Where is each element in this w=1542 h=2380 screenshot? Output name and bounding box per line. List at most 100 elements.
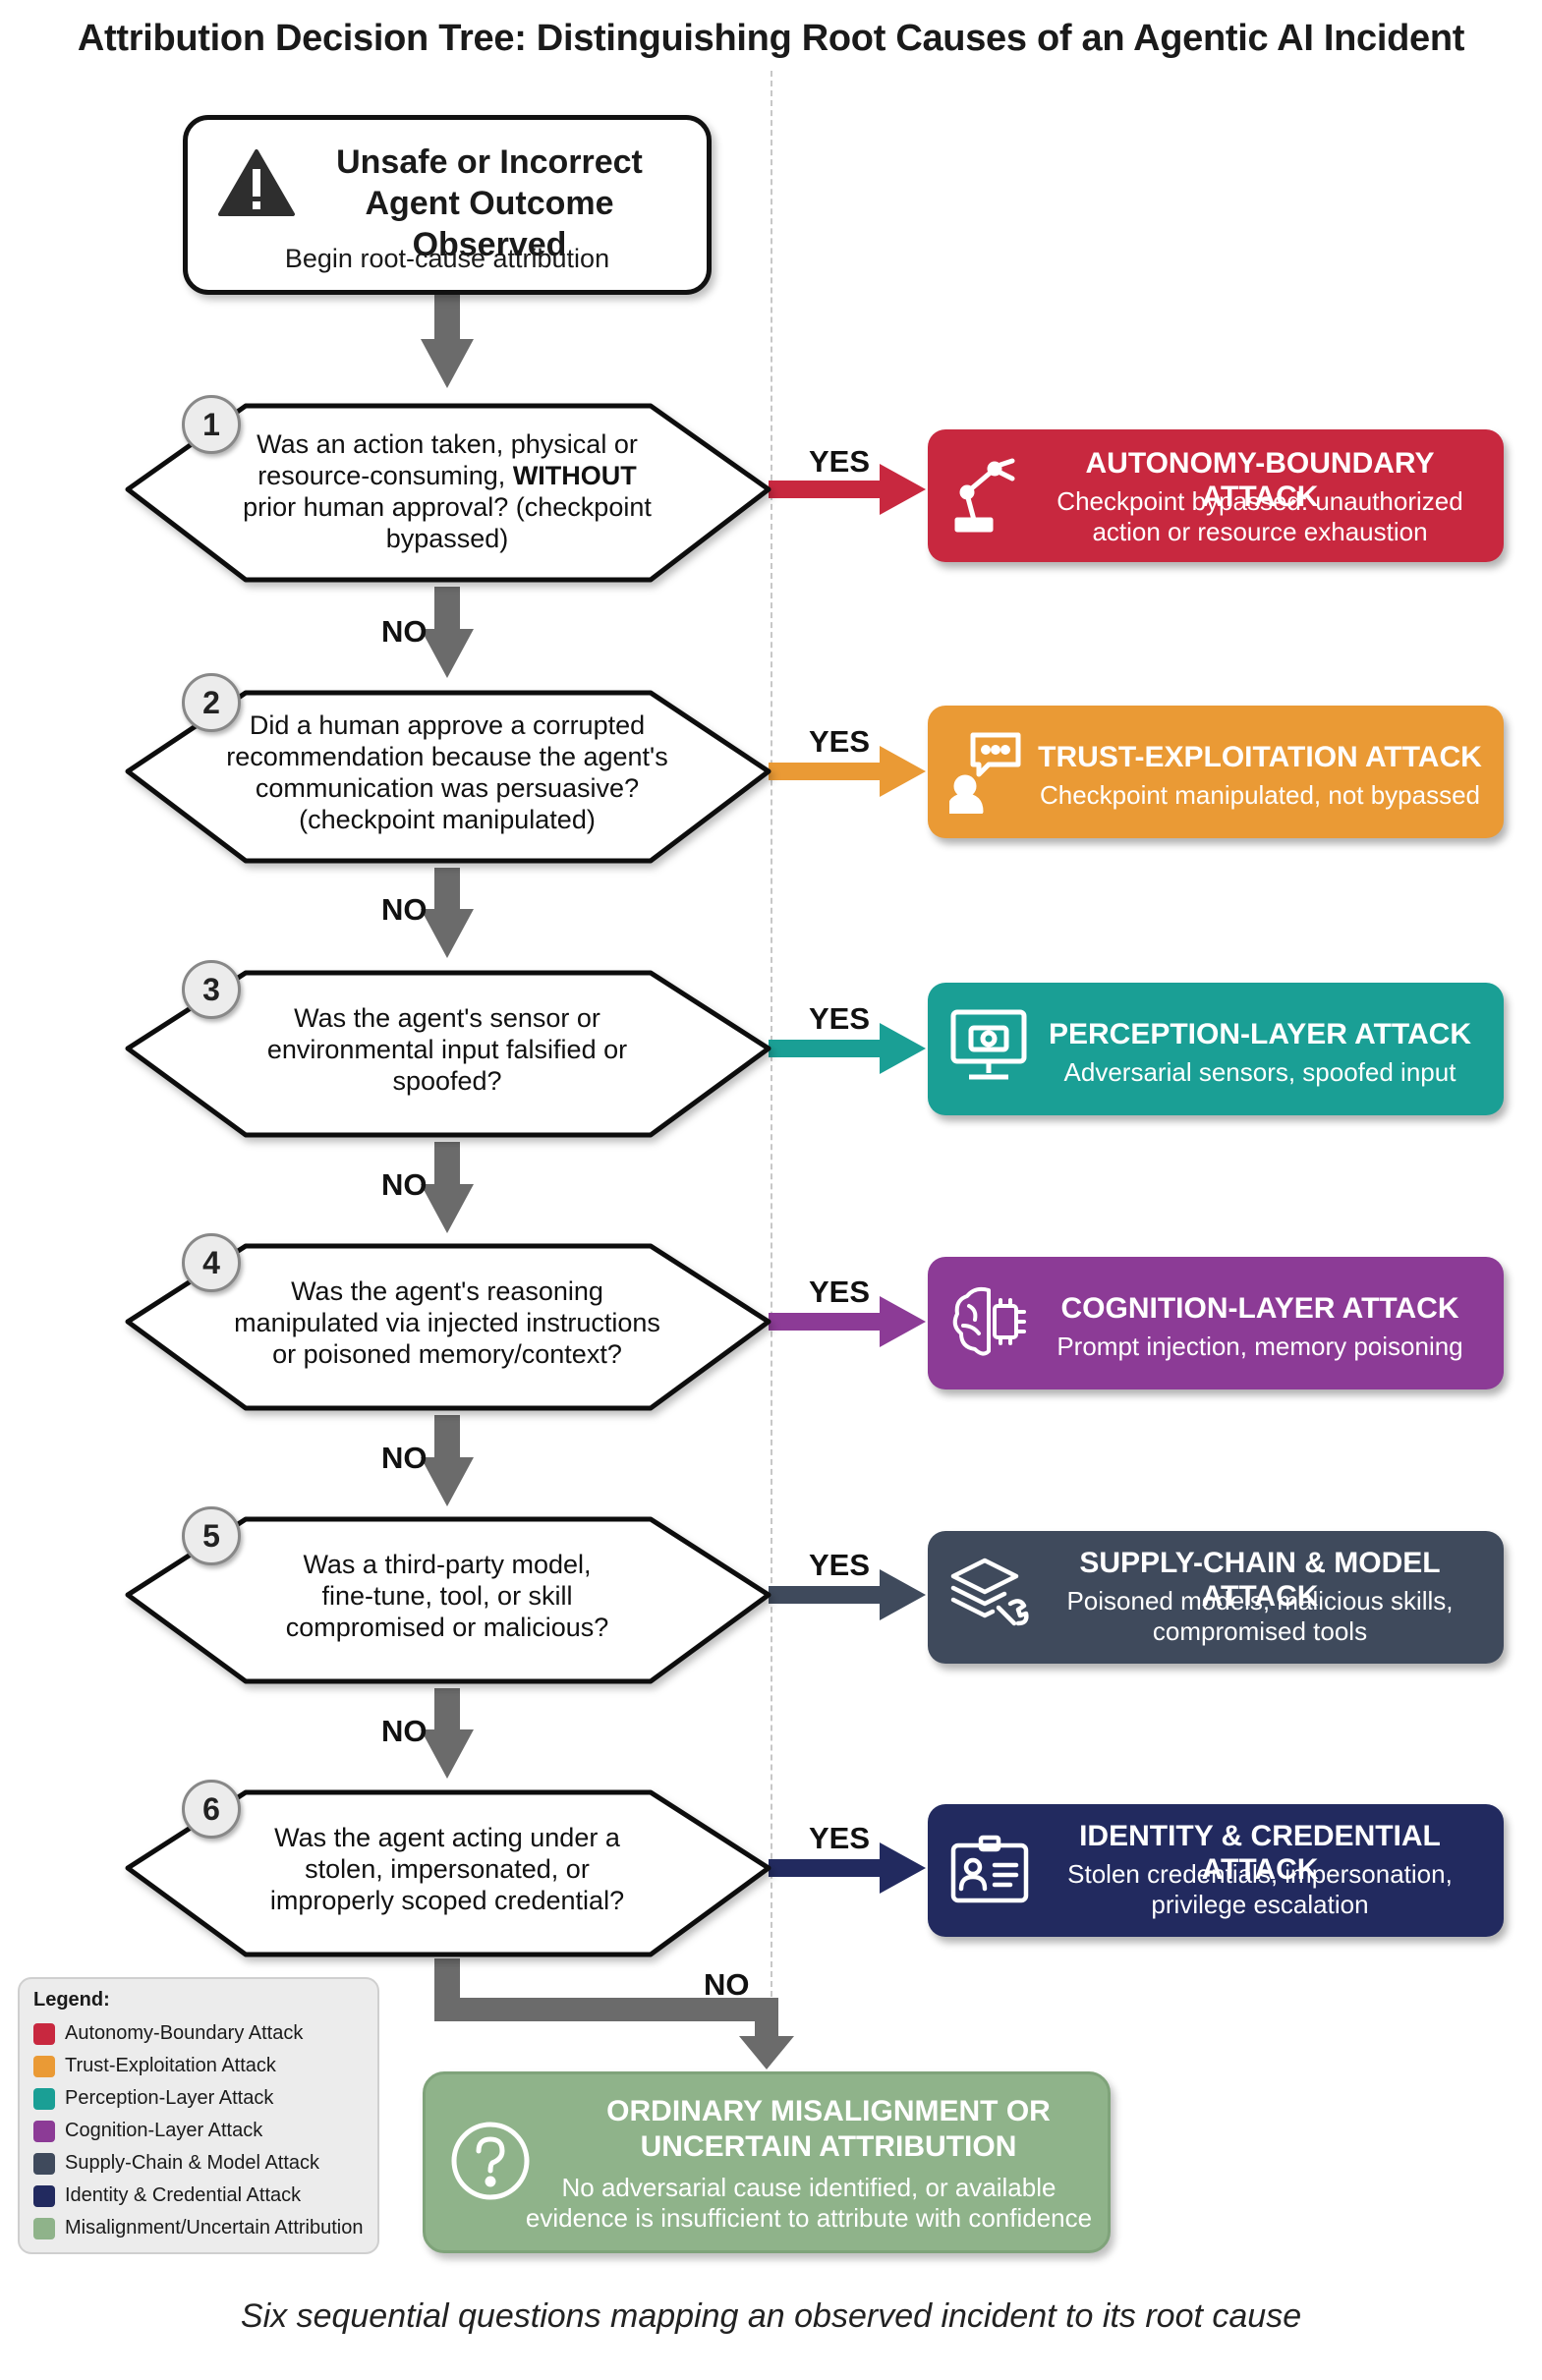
legend-label: Misalignment/Uncertain Attribution bbox=[65, 2217, 364, 2238]
legend-label: Supply-Chain & Model Attack bbox=[65, 2152, 320, 2174]
chat-person-icon bbox=[949, 732, 1021, 814]
question-number-6: 6 bbox=[182, 1780, 241, 1839]
outcome-desc-6: Stolen credentials, impersonation, privi… bbox=[1067, 1859, 1453, 1919]
outcome-perception-layer: PERCEPTION-LAYER ATTACK Adversarial sens… bbox=[928, 983, 1504, 1115]
question-number-3: 3 bbox=[182, 960, 241, 1019]
outcome-title-2: TRUST-EXPLOITATION ATTACK bbox=[1038, 741, 1482, 773]
outcome-title-1: AUTONOMY-BOUNDARY ATTACK bbox=[1085, 447, 1435, 513]
question-text-3: Was the agent's sensor or environmental … bbox=[266, 1003, 628, 1096]
question-text-4: Was the agent's reasoning manipulated vi… bbox=[234, 1276, 660, 1369]
question-text-6: Was the agent acting under a stolen, imp… bbox=[269, 1823, 625, 1915]
legend-item-misalignment: Misalignment/Uncertain Attribution bbox=[33, 2217, 363, 2242]
legend-swatch bbox=[33, 2022, 55, 2045]
outcome-autonomy-boundary: AUTONOMY-BOUNDARY ATTACK Checkpoint bypa… bbox=[928, 429, 1504, 562]
outcome-title-3: PERCEPTION-LAYER ATTACK bbox=[1048, 1018, 1472, 1050]
legend-title: Legend: bbox=[33, 1989, 110, 2011]
question-shape-6 bbox=[125, 1789, 771, 1957]
legend-swatch bbox=[33, 2087, 55, 2110]
outcome-desc-4: Prompt injection, memory poisoning bbox=[1057, 1332, 1463, 1361]
question-shape-5 bbox=[125, 1516, 771, 1684]
question-1-text-bold: WITHOUT bbox=[512, 461, 637, 490]
id-card-icon bbox=[950, 1835, 1029, 1903]
down-arrow-1 bbox=[421, 587, 474, 678]
final-title: ORDINARY MISALIGNMENT OR UNCERTAIN ATTRI… bbox=[606, 2095, 1051, 2163]
legend-swatch bbox=[33, 2152, 55, 2175]
legend-label: Perception-Layer Attack bbox=[65, 2087, 274, 2109]
yes-arrow-6 bbox=[769, 1842, 926, 1894]
question-number-2: 2 bbox=[182, 673, 241, 732]
question-shape-3 bbox=[125, 970, 771, 1138]
outcome-desc-5: Poisoned models, malicious skills, compr… bbox=[1066, 1586, 1454, 1646]
monitor-camera-icon bbox=[950, 1009, 1027, 1080]
outcome-supply-chain: SUPPLY-CHAIN & MODEL ATTACK Poisoned mod… bbox=[928, 1531, 1504, 1664]
question-number-1: 1 bbox=[182, 395, 241, 454]
down-arrow-start bbox=[421, 295, 474, 388]
legend-item-supply-chain: Supply-Chain & Model Attack bbox=[33, 2152, 319, 2178]
legend: Legend: Autonomy-Boundary Attack Trust-E… bbox=[18, 1977, 379, 2254]
question-number-5: 5 bbox=[182, 1506, 241, 1565]
question-text-1: Was an action taken, physical or resourc… bbox=[241, 428, 654, 554]
legend-label: Autonomy-Boundary Attack bbox=[65, 2022, 304, 2044]
outcome-trust-exploitation: TRUST-EXPLOITATION ATTACK Checkpoint man… bbox=[928, 706, 1504, 838]
outcome-title-4: COGNITION-LAYER ATTACK bbox=[1060, 1292, 1459, 1325]
yes-label-3: YES bbox=[809, 1001, 871, 1036]
yes-label-1: YES bbox=[809, 444, 871, 479]
legend-item-trust: Trust-Exploitation Attack bbox=[33, 2055, 276, 2080]
outcome-misalignment: ORDINARY MISALIGNMENT OR UNCERTAIN ATTRI… bbox=[423, 2071, 1111, 2253]
yes-label-2: YES bbox=[809, 724, 871, 759]
yes-label-5: YES bbox=[809, 1548, 871, 1582]
question-shape-4 bbox=[125, 1243, 771, 1411]
warning-triangle-icon bbox=[218, 149, 295, 216]
yes-arrow-2 bbox=[769, 746, 926, 797]
outcome-title-5: SUPPLY-CHAIN & MODEL ATTACK bbox=[1079, 1547, 1441, 1613]
yes-label-6: YES bbox=[809, 1821, 871, 1855]
brain-chip-icon bbox=[952, 1286, 1026, 1356]
robot-arm-icon bbox=[954, 458, 1015, 533]
question-circle-icon bbox=[451, 2122, 530, 2200]
start-subtitle: Begin root-cause attribution bbox=[284, 244, 610, 273]
outcome-title-6: IDENTITY & CREDENTIAL ATTACK bbox=[1079, 1820, 1441, 1886]
caption: Six sequential questions mapping an obse… bbox=[240, 2297, 1302, 2335]
yes-arrows bbox=[769, 464, 926, 1894]
legend-item-perception: Perception-Layer Attack bbox=[33, 2087, 273, 2113]
legend-swatch bbox=[33, 2184, 55, 2207]
legend-swatch bbox=[33, 2217, 55, 2239]
question-shapes bbox=[125, 403, 771, 1957]
question-number-4: 4 bbox=[182, 1233, 241, 1292]
no-label-6: NO bbox=[704, 1967, 750, 2002]
no-label-4: NO bbox=[381, 1441, 428, 1475]
outcome-desc-2: Checkpoint manipulated, not bypassed bbox=[1039, 780, 1481, 810]
down-arrows bbox=[421, 295, 794, 2069]
down-arrow-4 bbox=[421, 1415, 474, 1506]
outcome-identity-credential: IDENTITY & CREDENTIAL ATTACK Stolen cred… bbox=[928, 1804, 1504, 1937]
no-label-5: NO bbox=[381, 1714, 428, 1748]
yes-label-4: YES bbox=[809, 1275, 871, 1309]
question-shape-2 bbox=[125, 690, 771, 864]
yes-arrow-4 bbox=[769, 1296, 926, 1347]
outcome-cognition-layer: COGNITION-LAYER ATTACK Prompt injection,… bbox=[928, 1257, 1504, 1389]
down-arrow-6-elbow bbox=[434, 1958, 794, 2069]
legend-item-identity: Identity & Credential Attack bbox=[33, 2184, 301, 2210]
layers-wrench-icon bbox=[950, 1558, 1029, 1626]
legend-item-cognition: Cognition-Layer Attack bbox=[33, 2120, 262, 2145]
legend-label: Trust-Exploitation Attack bbox=[65, 2055, 276, 2076]
yes-arrow-1 bbox=[769, 464, 926, 515]
question-text-2: Did a human approve a corrupted recommen… bbox=[226, 710, 668, 834]
center-divider bbox=[771, 71, 772, 1997]
yes-arrow-5 bbox=[769, 1569, 926, 1620]
diagram-title: Attribution Decision Tree: Distinguishin… bbox=[77, 18, 1465, 59]
question-shape-1 bbox=[125, 403, 771, 583]
outcome-desc-3: Adversarial sensors, spoofed input bbox=[1063, 1057, 1456, 1087]
start-node: Unsafe or Incorrect Agent Outcome Observ… bbox=[183, 115, 712, 295]
no-label-2: NO bbox=[381, 892, 428, 927]
legend-item-autonomy: Autonomy-Boundary Attack bbox=[33, 2022, 303, 2048]
no-label-1: NO bbox=[381, 614, 428, 649]
yes-arrow-3 bbox=[769, 1023, 926, 1074]
down-arrow-2 bbox=[421, 868, 474, 958]
question-text-5: Was a third-party model, fine-tune, tool… bbox=[285, 1550, 609, 1642]
legend-label: Identity & Credential Attack bbox=[65, 2184, 302, 2206]
legend-swatch bbox=[33, 2120, 55, 2142]
question-1-text-pre: Was an action taken, physical or resourc… bbox=[257, 429, 638, 490]
legend-label: Cognition-Layer Attack bbox=[65, 2120, 263, 2141]
